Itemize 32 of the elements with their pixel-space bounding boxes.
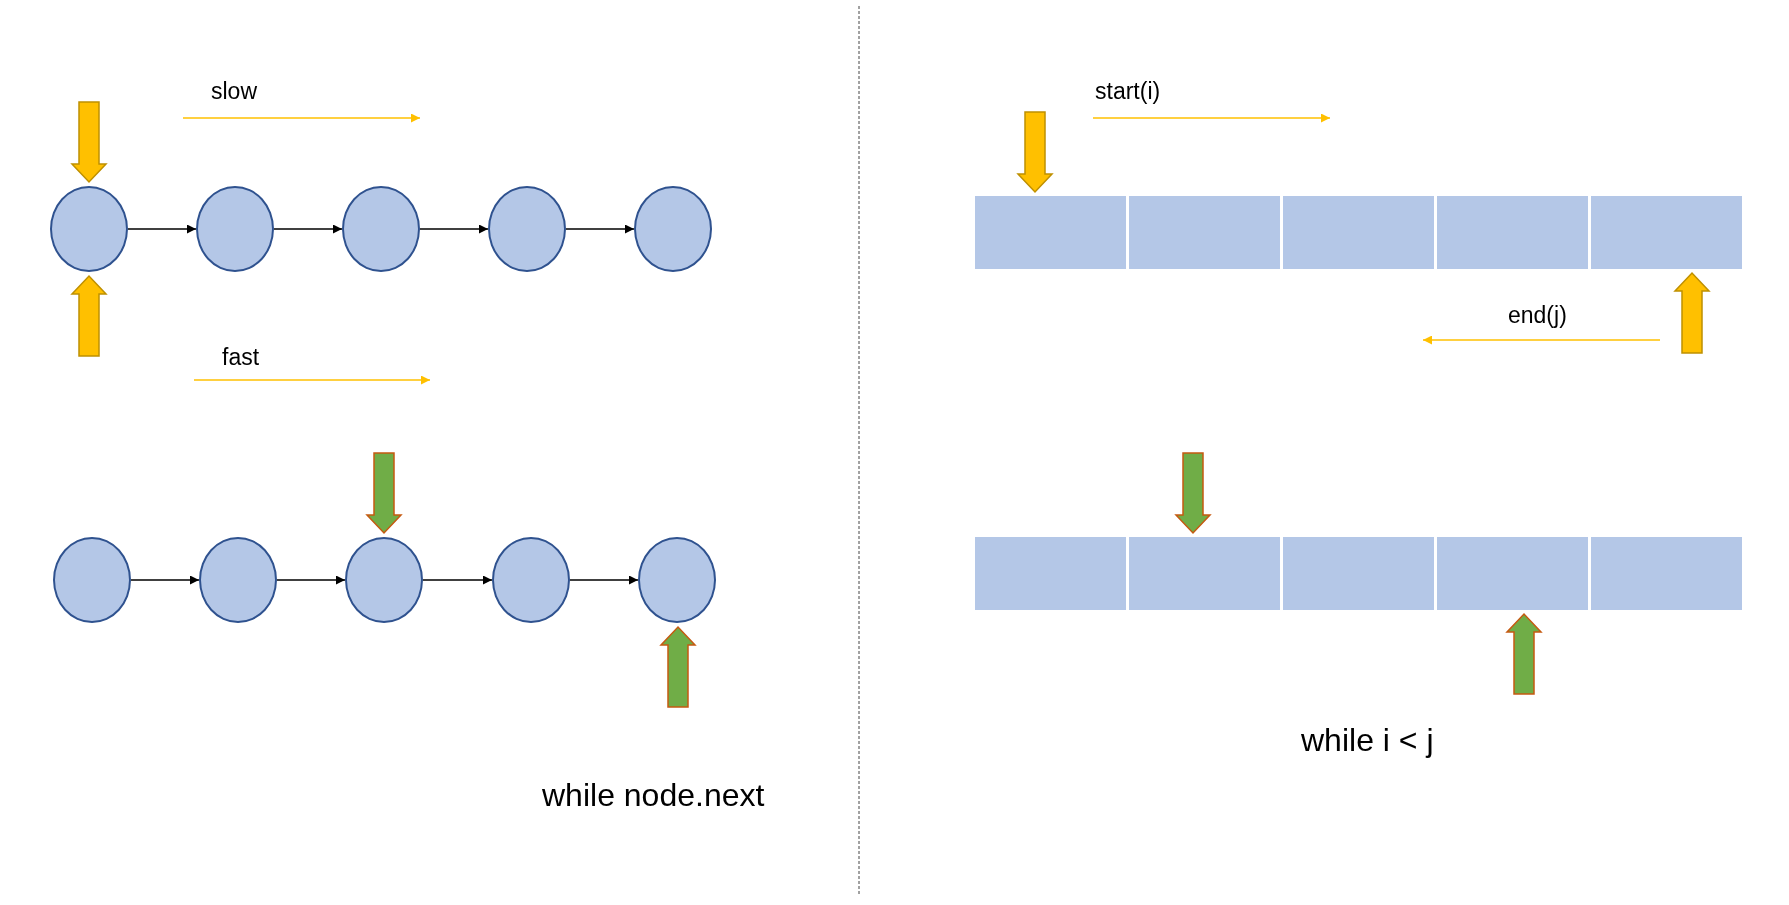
pointer-label: start(i) xyxy=(1095,78,1161,105)
arrow xyxy=(422,575,493,585)
array-cell xyxy=(1282,196,1436,269)
arrow xyxy=(273,224,343,234)
arrow xyxy=(276,575,346,585)
pointer-arrow xyxy=(70,274,108,357)
array-cell xyxy=(1128,537,1282,610)
pointer-arrow xyxy=(1016,111,1054,194)
array-cell xyxy=(974,196,1128,269)
pointer-label: slow xyxy=(211,78,257,105)
pointer-arrow xyxy=(1505,612,1543,695)
pointer-arrow xyxy=(659,625,697,708)
array-cell xyxy=(1590,196,1744,269)
array-cell xyxy=(1436,196,1590,269)
pointer-label: fast xyxy=(222,344,260,371)
array-cell xyxy=(974,537,1128,610)
pointer-arrow xyxy=(365,452,403,535)
condition-text: while i < j xyxy=(1301,722,1434,759)
pointer-label: end(j) xyxy=(1508,302,1567,329)
arrow xyxy=(127,224,197,234)
pointer-arrow xyxy=(1174,452,1212,535)
condition-text: while node.next xyxy=(542,777,765,814)
array-cell xyxy=(1436,537,1590,610)
arrow xyxy=(569,575,639,585)
arrow xyxy=(130,575,200,585)
pointer-arrow xyxy=(1673,271,1711,354)
arrow xyxy=(565,224,635,234)
arrow xyxy=(419,224,489,234)
pointer-arrow xyxy=(70,101,108,184)
array-cell xyxy=(1590,537,1744,610)
array-cell xyxy=(1128,196,1282,269)
array-cell xyxy=(1282,537,1436,610)
